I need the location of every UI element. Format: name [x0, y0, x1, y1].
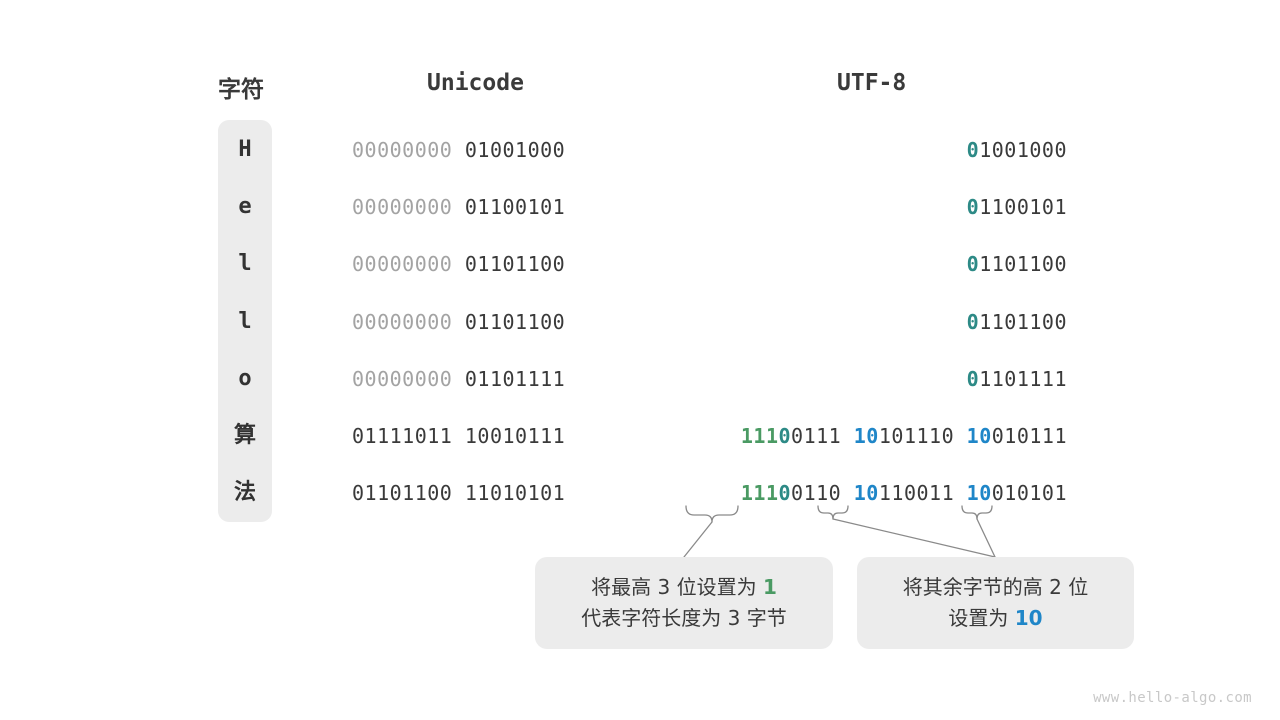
unicode-high-byte: 00000000 — [352, 138, 453, 162]
utf8-bits: 11100111 10101110 10010111 — [741, 424, 1067, 448]
unicode-bits: 00000000 01101111 — [352, 367, 565, 391]
utf8-segment: 111 — [740, 424, 779, 448]
annotation-line: 将其余字节的高 2 位 — [903, 572, 1088, 603]
byte-gap — [452, 138, 465, 162]
unicode-high-byte: 00000000 — [352, 195, 453, 220]
utf8-segment: 111 — [740, 481, 779, 506]
utf8-segment: 0110 — [791, 481, 854, 506]
utf8-bits: 01101100 — [967, 310, 1067, 334]
byte-gap — [452, 252, 465, 276]
column-header-utf8: UTF-8 — [837, 70, 907, 96]
utf8-segment: 10 — [853, 424, 879, 448]
utf8-segment: 010101 — [991, 481, 1067, 506]
unicode-high-byte: 00000000 — [352, 366, 453, 391]
byte-gap — [452, 195, 465, 219]
annotation-segment: 1 — [762, 575, 777, 599]
utf8-segment: 0 — [966, 195, 980, 220]
utf8-segment: 0 — [778, 424, 792, 448]
utf8-bits: 11100110 10110011 10010101 — [741, 481, 1067, 505]
utf8-bits: 01101111 — [967, 367, 1067, 391]
utf8-segment: 1101100 — [979, 309, 1067, 334]
unicode-bits: 00000000 01101100 — [352, 310, 565, 334]
utf8-segment: 1101111 — [979, 366, 1067, 391]
annotation-segment: 10 — [1014, 606, 1043, 630]
annotation-box-leading-bits: 将最高 3 位设置为 1 代表字符长度为 3 字节 — [535, 557, 833, 649]
annotation-segment: 代表字符长度为 3 字节 — [581, 606, 787, 630]
utf8-segment: 0111 — [791, 424, 854, 448]
annotation-line: 将最高 3 位设置为 1 — [591, 572, 777, 603]
byte-gap — [452, 481, 465, 505]
utf8-segment: 1101100 — [979, 252, 1067, 277]
character-cell: e — [238, 194, 252, 220]
column-header-unicode: Unicode — [427, 70, 524, 96]
character-cell: H — [238, 137, 252, 162]
unicode-low-byte: 01001000 — [464, 138, 566, 162]
unicode-low-byte: 01101100 — [464, 309, 566, 334]
watermark: www.hello-algo.com — [1093, 690, 1252, 706]
unicode-bits: 00000000 01100101 — [352, 195, 565, 219]
unicode-low-byte: 01101111 — [464, 366, 566, 391]
unicode-bits: 00000000 01001000 — [352, 138, 565, 162]
annotation-line: 代表字符长度为 3 字节 — [581, 603, 786, 634]
utf8-segment: 101110 — [878, 424, 967, 448]
utf8-segment: 1001000 — [979, 138, 1067, 162]
unicode-high-byte: 00000000 — [352, 252, 453, 277]
unicode-low-byte: 10010111 — [464, 424, 566, 448]
byte-gap — [452, 424, 465, 448]
unicode-low-byte: 01100101 — [464, 195, 566, 220]
utf8-segment: 010111 — [991, 424, 1067, 448]
annotation-line: 设置为 10 — [948, 603, 1042, 634]
unicode-high-byte: 00000000 — [352, 309, 453, 334]
annotation-box-continuation-bits: 将其余字节的高 2 位设置为 10 — [857, 557, 1134, 649]
unicode-bits: 01111011 10010111 — [352, 424, 565, 448]
annotation-segment: 将最高 3 位设置为 — [591, 575, 763, 599]
utf8-bits: 01101100 — [967, 252, 1067, 276]
character-cell: l — [238, 308, 252, 334]
annotation-segment: 将其余字节的高 2 位 — [902, 575, 1089, 599]
utf8-segment: 0 — [778, 481, 792, 506]
unicode-bits: 01101100 11010101 — [352, 481, 565, 505]
column-header-character: 字符 — [218, 77, 264, 103]
byte-gap — [452, 310, 465, 334]
utf8-segment: 10 — [966, 424, 992, 448]
character-cell: 法 — [233, 480, 256, 506]
character-cell: 算 — [233, 423, 256, 448]
unicode-low-byte: 01101100 — [464, 252, 566, 277]
unicode-bits: 00000000 01101100 — [352, 252, 565, 276]
character-cell: l — [238, 251, 252, 277]
utf8-segment: 0 — [966, 138, 980, 162]
utf8-bits: 01001000 — [967, 138, 1067, 162]
utf8-segment: 0 — [966, 309, 980, 334]
utf8-segment: 10 — [966, 481, 992, 506]
unicode-low-byte: 11010101 — [464, 481, 566, 506]
annotation-segment: 设置为 — [948, 606, 1015, 630]
utf8-segment: 10 — [853, 481, 879, 506]
utf8-segment: 1100101 — [979, 195, 1067, 220]
utf8-segment: 0 — [966, 366, 980, 391]
utf8-bits: 01100101 — [967, 195, 1067, 219]
utf8-segment: 110011 — [878, 481, 967, 506]
byte-gap — [452, 367, 465, 391]
unicode-high-byte: 01101100 — [352, 481, 453, 506]
utf8-segment: 0 — [966, 252, 980, 277]
unicode-high-byte: 01111011 — [352, 424, 453, 448]
character-cell: o — [238, 365, 252, 391]
